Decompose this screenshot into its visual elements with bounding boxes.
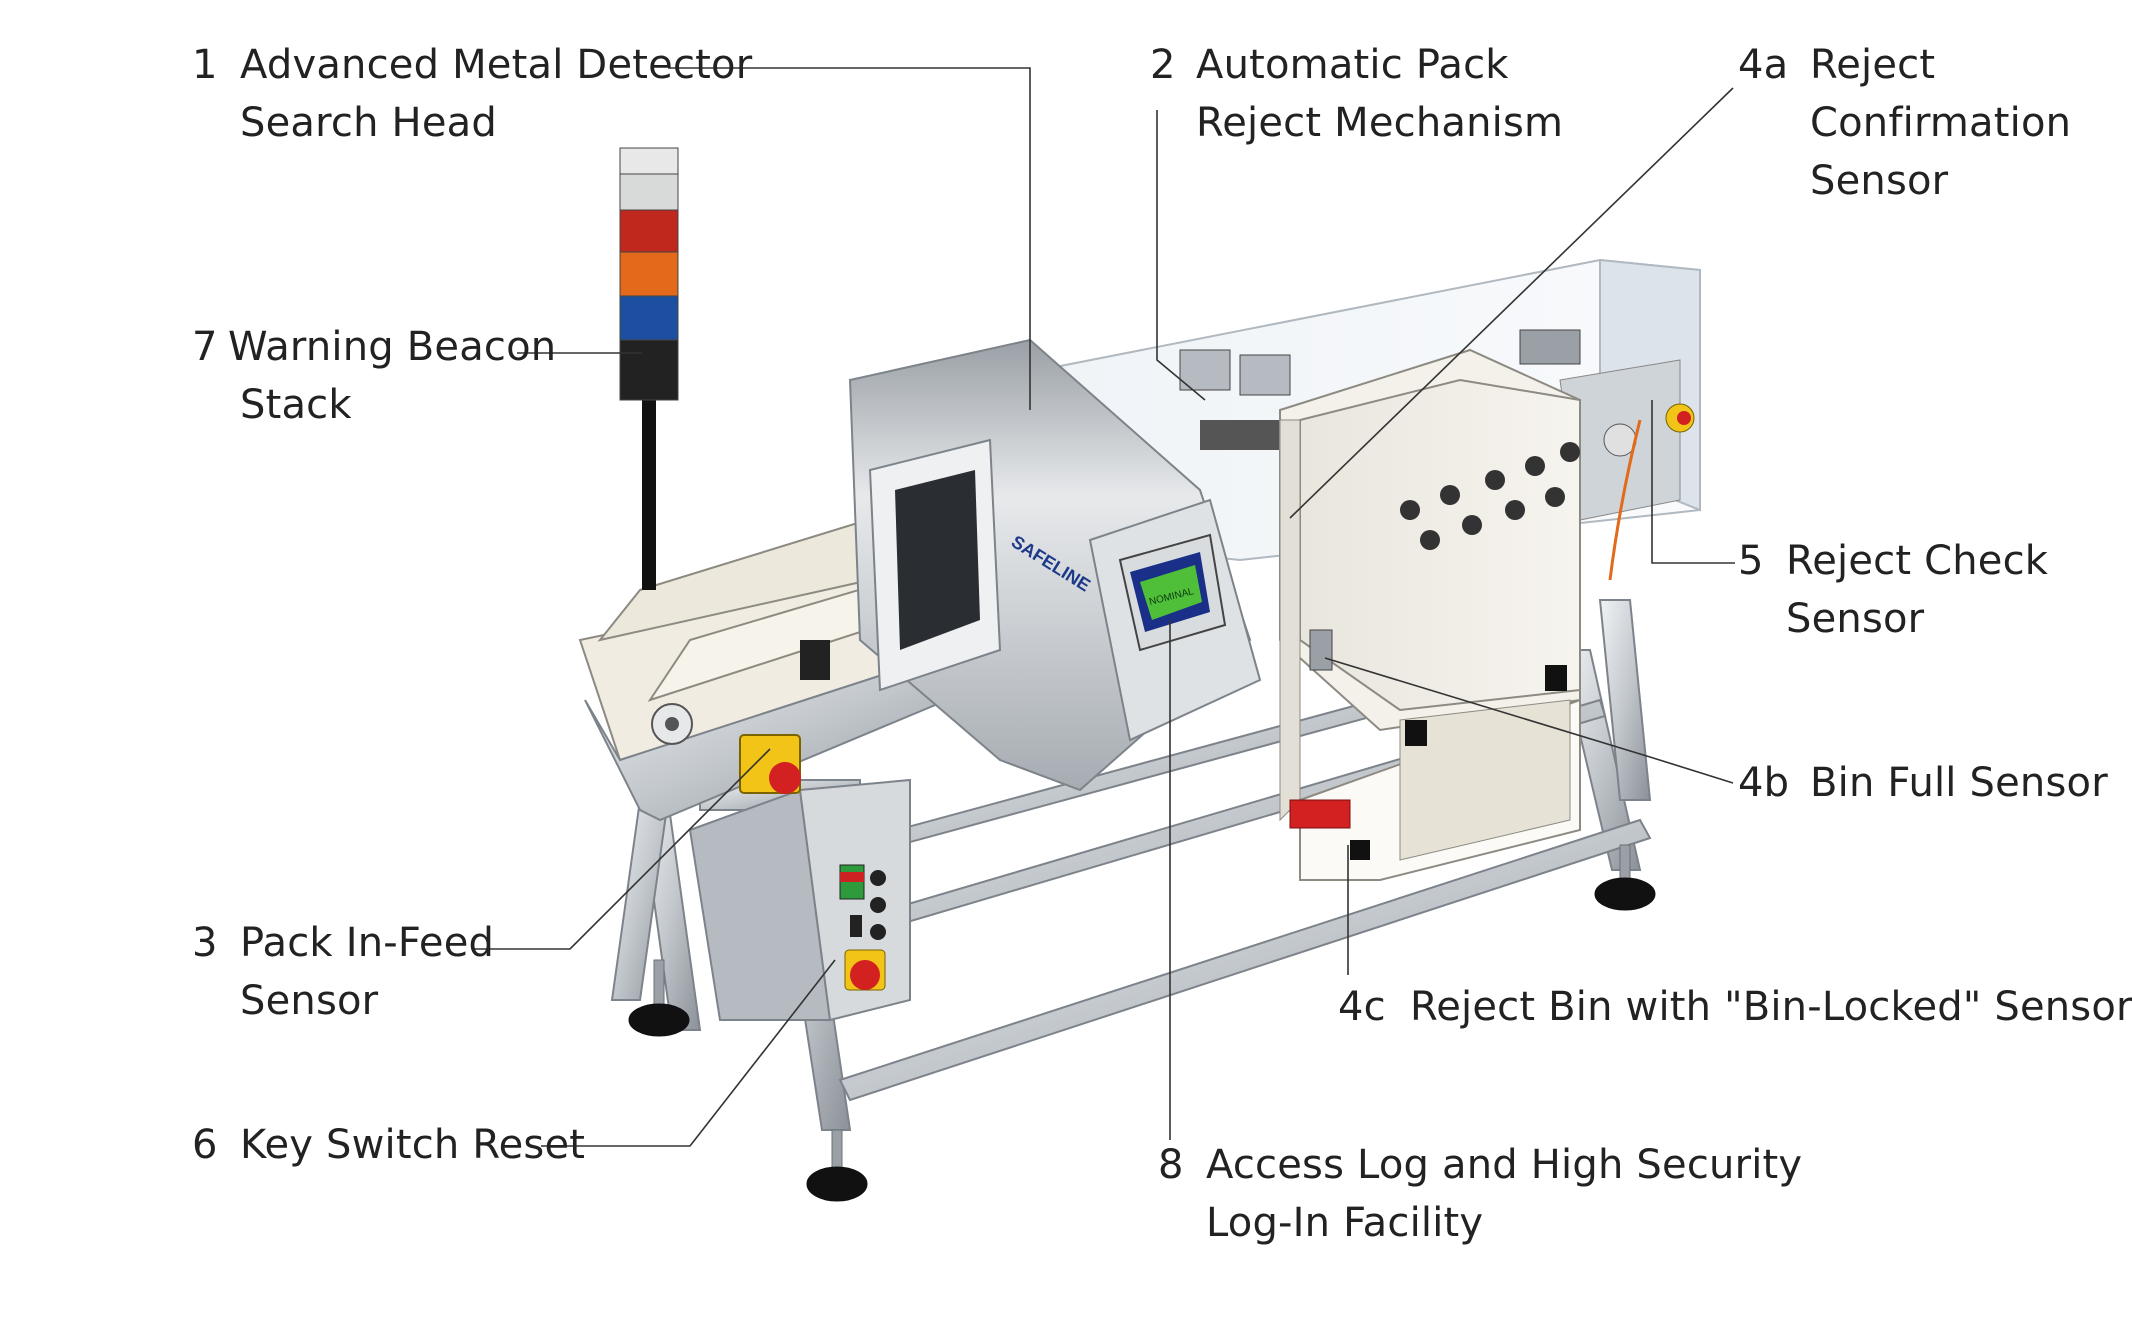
callout-text: Advanced Metal Detector xyxy=(240,42,753,88)
control-box xyxy=(688,778,911,1022)
callout-number: 3 xyxy=(192,920,218,966)
callout-text: Warning Beacon xyxy=(228,324,557,370)
callout-number: 6 xyxy=(192,1122,218,1168)
callout-number: 4c xyxy=(1338,984,1386,1030)
callout-number: 4a xyxy=(1738,42,1789,88)
callout-text: Log-In Facility xyxy=(1206,1200,1484,1246)
warning-beacon xyxy=(619,147,679,590)
detector-head: NOMINAL SAFELINE xyxy=(848,338,1262,792)
callout-number: 7 xyxy=(192,324,218,370)
callout-text: Access Log and High Security xyxy=(1206,1142,1803,1188)
leader-5 xyxy=(1651,400,1735,564)
callout-text: Stack xyxy=(240,382,352,428)
callout-text: Sensor xyxy=(1786,596,1925,642)
leader-3 xyxy=(474,748,771,950)
callout-text: Automatic Pack xyxy=(1196,42,1509,88)
callout-text: Bin Full Sensor xyxy=(1810,760,2108,806)
callout-number: 4b xyxy=(1738,760,1790,806)
callout-text: Pack In-Feed xyxy=(240,920,495,966)
leader-4b xyxy=(1324,657,1734,784)
callout-number: 8 xyxy=(1158,1142,1184,1188)
callout-number: 2 xyxy=(1150,42,1176,88)
callout-number: 5 xyxy=(1738,538,1764,584)
leader-2 xyxy=(1156,110,1206,401)
feet xyxy=(628,844,1656,1202)
callout-text: Sensor xyxy=(240,978,379,1024)
callout-text: Reject xyxy=(1810,42,1936,88)
callout-number: 1 xyxy=(192,42,218,88)
leader-1 xyxy=(668,67,1031,410)
callout-text: Reject Bin with "Bin-Locked" Sensor xyxy=(1410,984,2132,1030)
callout-text: Reject Mechanism xyxy=(1196,100,1564,146)
callout-text: Key Switch Reset xyxy=(240,1122,586,1168)
leader-4a xyxy=(1289,87,1734,519)
callout-text: Confirmation xyxy=(1810,100,2072,146)
leader-6 xyxy=(541,959,836,1147)
callout-text: Sensor xyxy=(1810,158,1949,204)
callout-text: Reject Check xyxy=(1786,538,2049,584)
leader-lines xyxy=(474,67,1735,1147)
callout-text: Search Head xyxy=(240,100,497,146)
reject-bin-cabinet xyxy=(1279,348,1581,881)
